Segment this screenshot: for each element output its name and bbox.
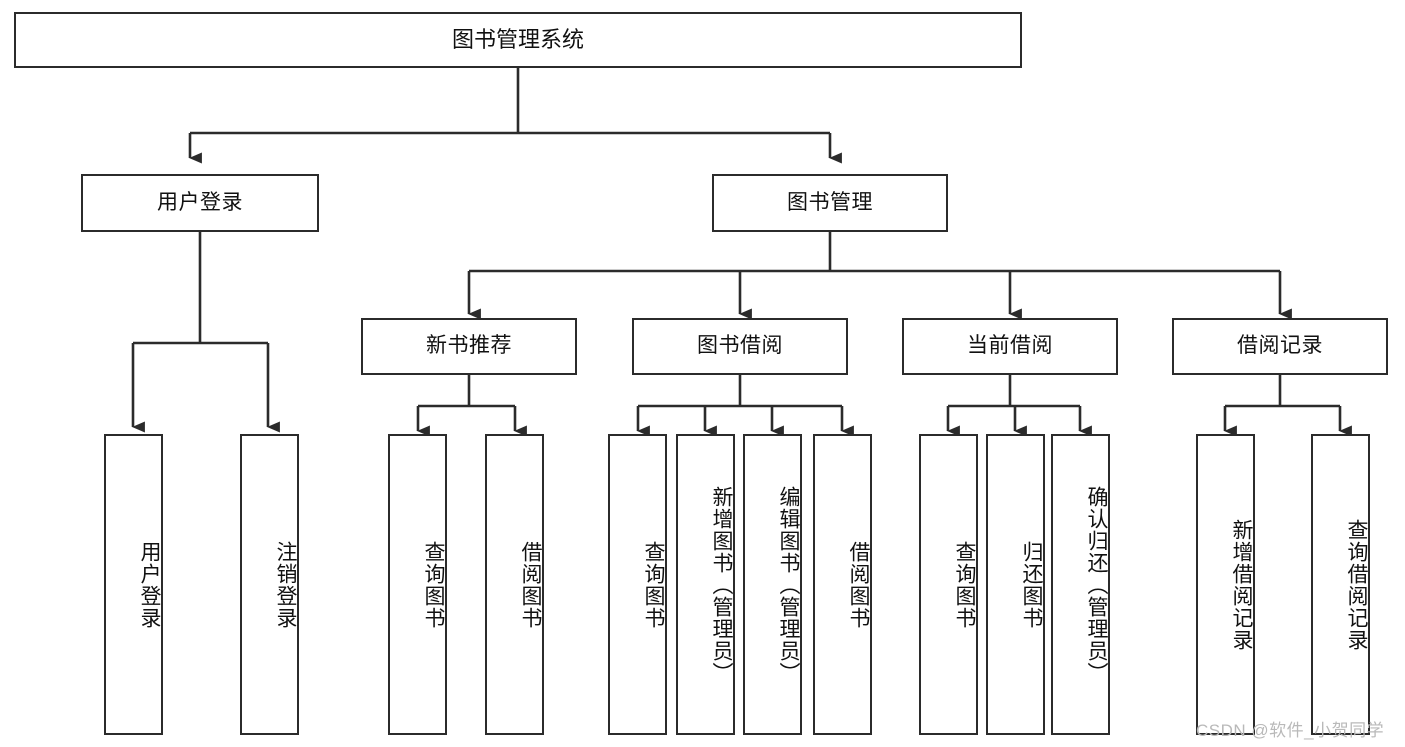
node-label: 图书管理系统 <box>451 27 584 53</box>
node-root-system[interactable]: 图书管理系统 <box>14 12 1022 68</box>
node-label: 借阅图书 <box>847 540 870 629</box>
node-user-login[interactable]: 用户登录 <box>81 174 319 232</box>
node-label: 新书推荐 <box>426 334 512 358</box>
node-label: 编辑图书（管理员） <box>777 485 800 684</box>
node-label: 新增借阅记录 <box>1230 518 1253 651</box>
leaf-edit-book[interactable]: 编辑图书（管理员） <box>743 434 802 735</box>
node-label: 注销登录 <box>274 540 297 629</box>
leaf-add-book[interactable]: 新增图书（管理员） <box>676 434 735 735</box>
node-label: 查询图书 <box>642 540 665 629</box>
leaf-query-book-2[interactable]: 查询图书 <box>608 434 667 735</box>
leaf-add-record[interactable]: 新增借阅记录 <box>1196 434 1255 735</box>
node-current-borrow[interactable]: 当前借阅 <box>902 318 1118 375</box>
leaf-borrow-book-1[interactable]: 借阅图书 <box>485 434 544 735</box>
node-label: 用户登录 <box>157 190 243 214</box>
leaf-user-login[interactable]: 用户登录 <box>104 434 163 735</box>
node-book-management[interactable]: 图书管理 <box>712 174 948 232</box>
leaf-return-book[interactable]: 归还图书 <box>986 434 1045 735</box>
node-book-borrow[interactable]: 图书借阅 <box>632 318 848 375</box>
node-label: 图书管理 <box>787 190 873 214</box>
leaf-confirm-return[interactable]: 确认归还（管理员） <box>1051 434 1110 735</box>
leaf-borrow-book-2[interactable]: 借阅图书 <box>813 434 872 735</box>
node-borrow-record[interactable]: 借阅记录 <box>1172 318 1388 375</box>
node-label: 当前借阅 <box>967 334 1053 358</box>
node-label: 查询借阅记录 <box>1345 518 1368 651</box>
leaf-query-book-1[interactable]: 查询图书 <box>388 434 447 735</box>
node-label: 借阅图书 <box>519 540 542 629</box>
node-label: 用户登录 <box>138 540 161 629</box>
leaf-query-record[interactable]: 查询借阅记录 <box>1311 434 1370 735</box>
leaf-logout-login[interactable]: 注销登录 <box>240 434 299 735</box>
csdn-watermark: CSDN @软件_小贺同学 <box>1196 721 1385 740</box>
node-label: 确认归还（管理员） <box>1085 485 1108 684</box>
node-label: 查询图书 <box>953 540 976 629</box>
node-label: 图书借阅 <box>697 334 783 358</box>
node-label: 查询图书 <box>422 540 445 629</box>
node-new-book-recommend[interactable]: 新书推荐 <box>361 318 577 375</box>
node-label: 归还图书 <box>1020 540 1043 629</box>
node-label: 借阅记录 <box>1237 334 1323 358</box>
node-label: 新增图书（管理员） <box>710 485 733 684</box>
leaf-query-book-3[interactable]: 查询图书 <box>919 434 978 735</box>
